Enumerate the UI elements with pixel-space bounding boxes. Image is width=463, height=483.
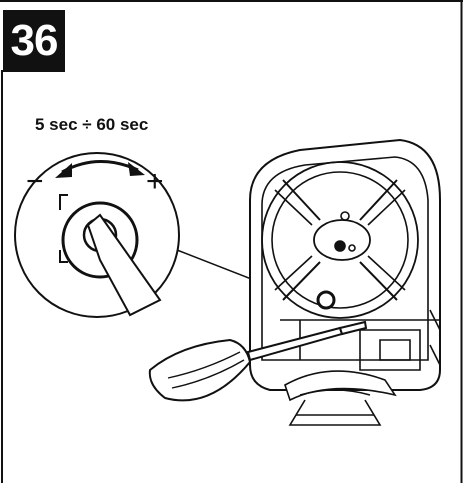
arrow-head-left [55, 163, 72, 178]
dial-magnifier [14, 152, 301, 318]
dial-ring [61, 201, 139, 279]
screwdriver-tip-magnified [86, 213, 162, 317]
magnifier-circle [14, 152, 180, 318]
time-range-label: 5 sec ÷ 60 sec [35, 115, 149, 134]
screwdriver-blade [338, 320, 368, 336]
minus-symbol: − [26, 165, 44, 198]
dial-tab-top [59, 194, 68, 210]
screwdriver [148, 320, 368, 402]
dispenser-device [249, 138, 441, 426]
plus-symbol: + [146, 165, 164, 198]
arrow-head-right [128, 162, 145, 176]
dial-tab-bottom [59, 250, 68, 263]
step-number-badge: 36 [3, 10, 65, 72]
rotation-arrow [61, 160, 139, 174]
screwdriver-handle [148, 338, 252, 402]
